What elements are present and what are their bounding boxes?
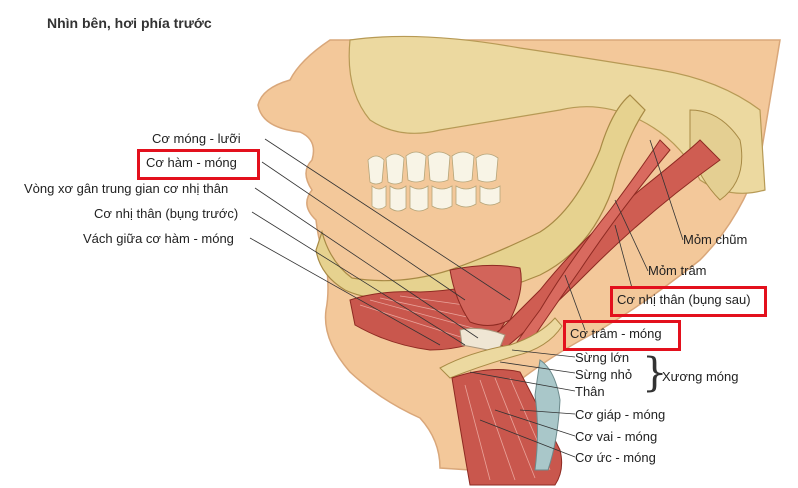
label-thyrohyoid: Cơ giáp - móng <box>575 407 666 422</box>
label-styloid-process: Mỏm trâm <box>648 263 707 278</box>
label-digastric-anterior: Cơ nhị thân (bụng trước) <box>94 206 239 221</box>
label-greater-horn: Sừng lớn <box>575 350 630 365</box>
highlight-box-mylohyoid <box>137 149 260 180</box>
label-hyoglossus: Cơ móng - lưỡi <box>152 131 241 146</box>
label-omohyoid: Cơ vai - móng <box>575 429 658 444</box>
label-hyoid-body: Thân <box>575 384 605 399</box>
infrahyoid-muscles <box>451 369 563 486</box>
stylohyoid-muscle <box>514 139 671 351</box>
brace-hyoid: } <box>642 350 668 396</box>
figure-title: Nhìn bên, hơi phía trước <box>47 15 212 31</box>
label-mastoid-process: Mỏm chũm <box>683 232 748 247</box>
highlight-box-stylohyoid <box>563 320 681 351</box>
label-digastric-posterior: Cơ nhị thân (bụng sau) <box>617 292 751 307</box>
label-mylohyoid: Cơ hàm - móng <box>146 155 237 170</box>
leader-lines <box>249 138 684 458</box>
label-mylohyoid-raphe: Vách giữa cơ hàm - móng <box>83 231 234 246</box>
label-sternohyoid: Cơ ức - móng <box>575 450 656 465</box>
label-lesser-horn: Sừng nhỏ <box>575 367 633 382</box>
label-hyoid-bone: Xương móng <box>662 369 739 384</box>
label-intermediate-tendon: Vòng xơ gân trung gian cơ nhị thân <box>24 181 229 196</box>
label-stylohyoid: Cơ trâm - móng <box>570 326 662 341</box>
highlight-box-digastric-posterior <box>610 286 767 317</box>
teeth <box>367 151 501 212</box>
hyoid-bone <box>439 317 563 379</box>
